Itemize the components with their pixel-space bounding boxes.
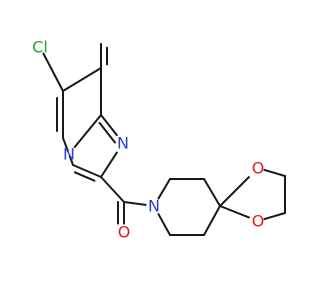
- carbonyl-oxygen-label: O: [118, 223, 131, 242]
- structure-canvas: Cl N N O N O O: [32, 38, 286, 242]
- bond-c8a-n3: [100, 114, 118, 137]
- bond-n3-c2: [100, 151, 118, 178]
- bond-c_co-np: [123, 201, 147, 206]
- double-bond-c2-c3: [73, 171, 96, 182]
- molecule-diagram: Cl N N O N O O: [32, 37, 286, 242]
- bond-o2-e2: [263, 212, 286, 221]
- bond-o1-e1: [263, 168, 286, 177]
- dioxolane-oxygen-top-label: O: [252, 159, 265, 178]
- bond-sp-o1: [219, 176, 250, 207]
- bond-sp-p3: [203, 205, 221, 236]
- bond-p2-sp: [203, 178, 221, 207]
- double-bond-c8a-n3: [98, 121, 116, 144]
- atom-label-layer: Cl N N O N O O: [32, 38, 264, 242]
- bond-c2-c3: [72, 164, 102, 178]
- dioxolane-oxygen-bottom-label: O: [252, 212, 265, 231]
- bond-cl-c6: [42, 52, 64, 92]
- bond-np-p1: [157, 178, 171, 200]
- bond-c3-n4: [68, 154, 74, 166]
- bridgehead-nitrogen-label: N: [63, 145, 75, 164]
- imidazole-nitrogen-label: N: [117, 134, 129, 153]
- bond-c6-c7: [62, 67, 102, 92]
- bond-c8a-n4: [73, 114, 102, 148]
- bond-c2-c_co: [100, 176, 125, 203]
- bond-layer: [42, 43, 286, 236]
- bond-n4-c5: [62, 137, 69, 153]
- chlorine-atom-label: Cl: [32, 38, 48, 57]
- piperidine-nitrogen-label: N: [148, 197, 160, 216]
- bond-p4-np: [157, 213, 171, 236]
- bond-sp-o2: [219, 205, 250, 219]
